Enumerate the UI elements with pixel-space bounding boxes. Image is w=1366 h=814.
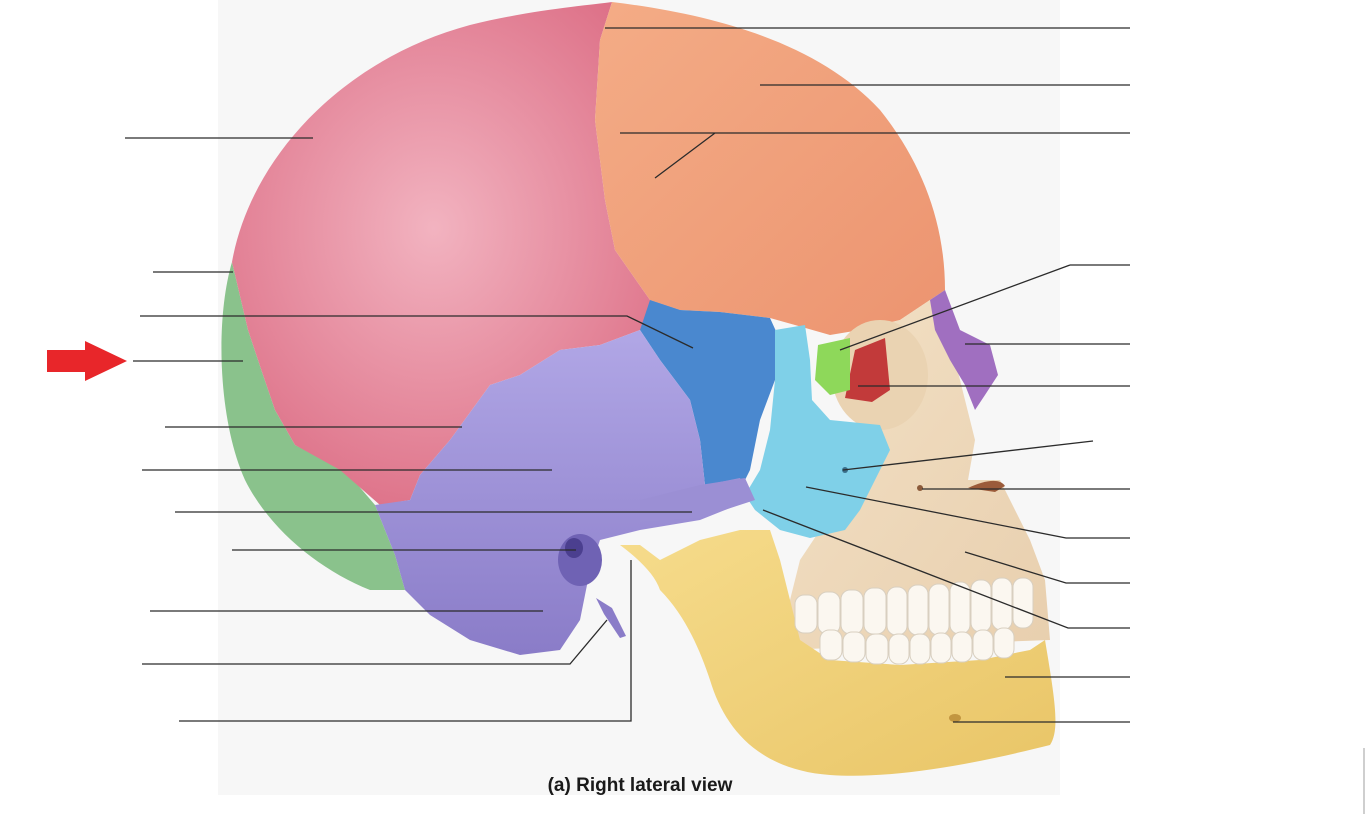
parietal-bone <box>232 2 680 505</box>
ear-canal <box>565 538 583 558</box>
temporal-bone <box>375 330 750 655</box>
leader-lines <box>125 27 1130 723</box>
figure-caption: (a) Right lateral view <box>547 775 733 796</box>
upper-teeth <box>794 577 1034 636</box>
occipital-bone <box>221 262 405 590</box>
frontal-bone <box>595 2 945 335</box>
lower-teeth <box>819 627 1015 665</box>
sphenoid-bone <box>640 300 780 490</box>
ethmoid-bone <box>815 338 850 395</box>
mandible <box>620 530 1056 776</box>
right-arrow-icon <box>47 341 127 381</box>
infraorbital-foramen <box>917 485 923 491</box>
page-edge-line <box>1363 748 1365 814</box>
mental-foramen <box>949 714 961 722</box>
nasal-bone <box>930 290 998 410</box>
zygomatic-arch <box>640 478 755 522</box>
maxilla <box>780 300 1050 650</box>
styloid-process <box>596 598 626 638</box>
zygomatic-bone <box>745 325 890 538</box>
